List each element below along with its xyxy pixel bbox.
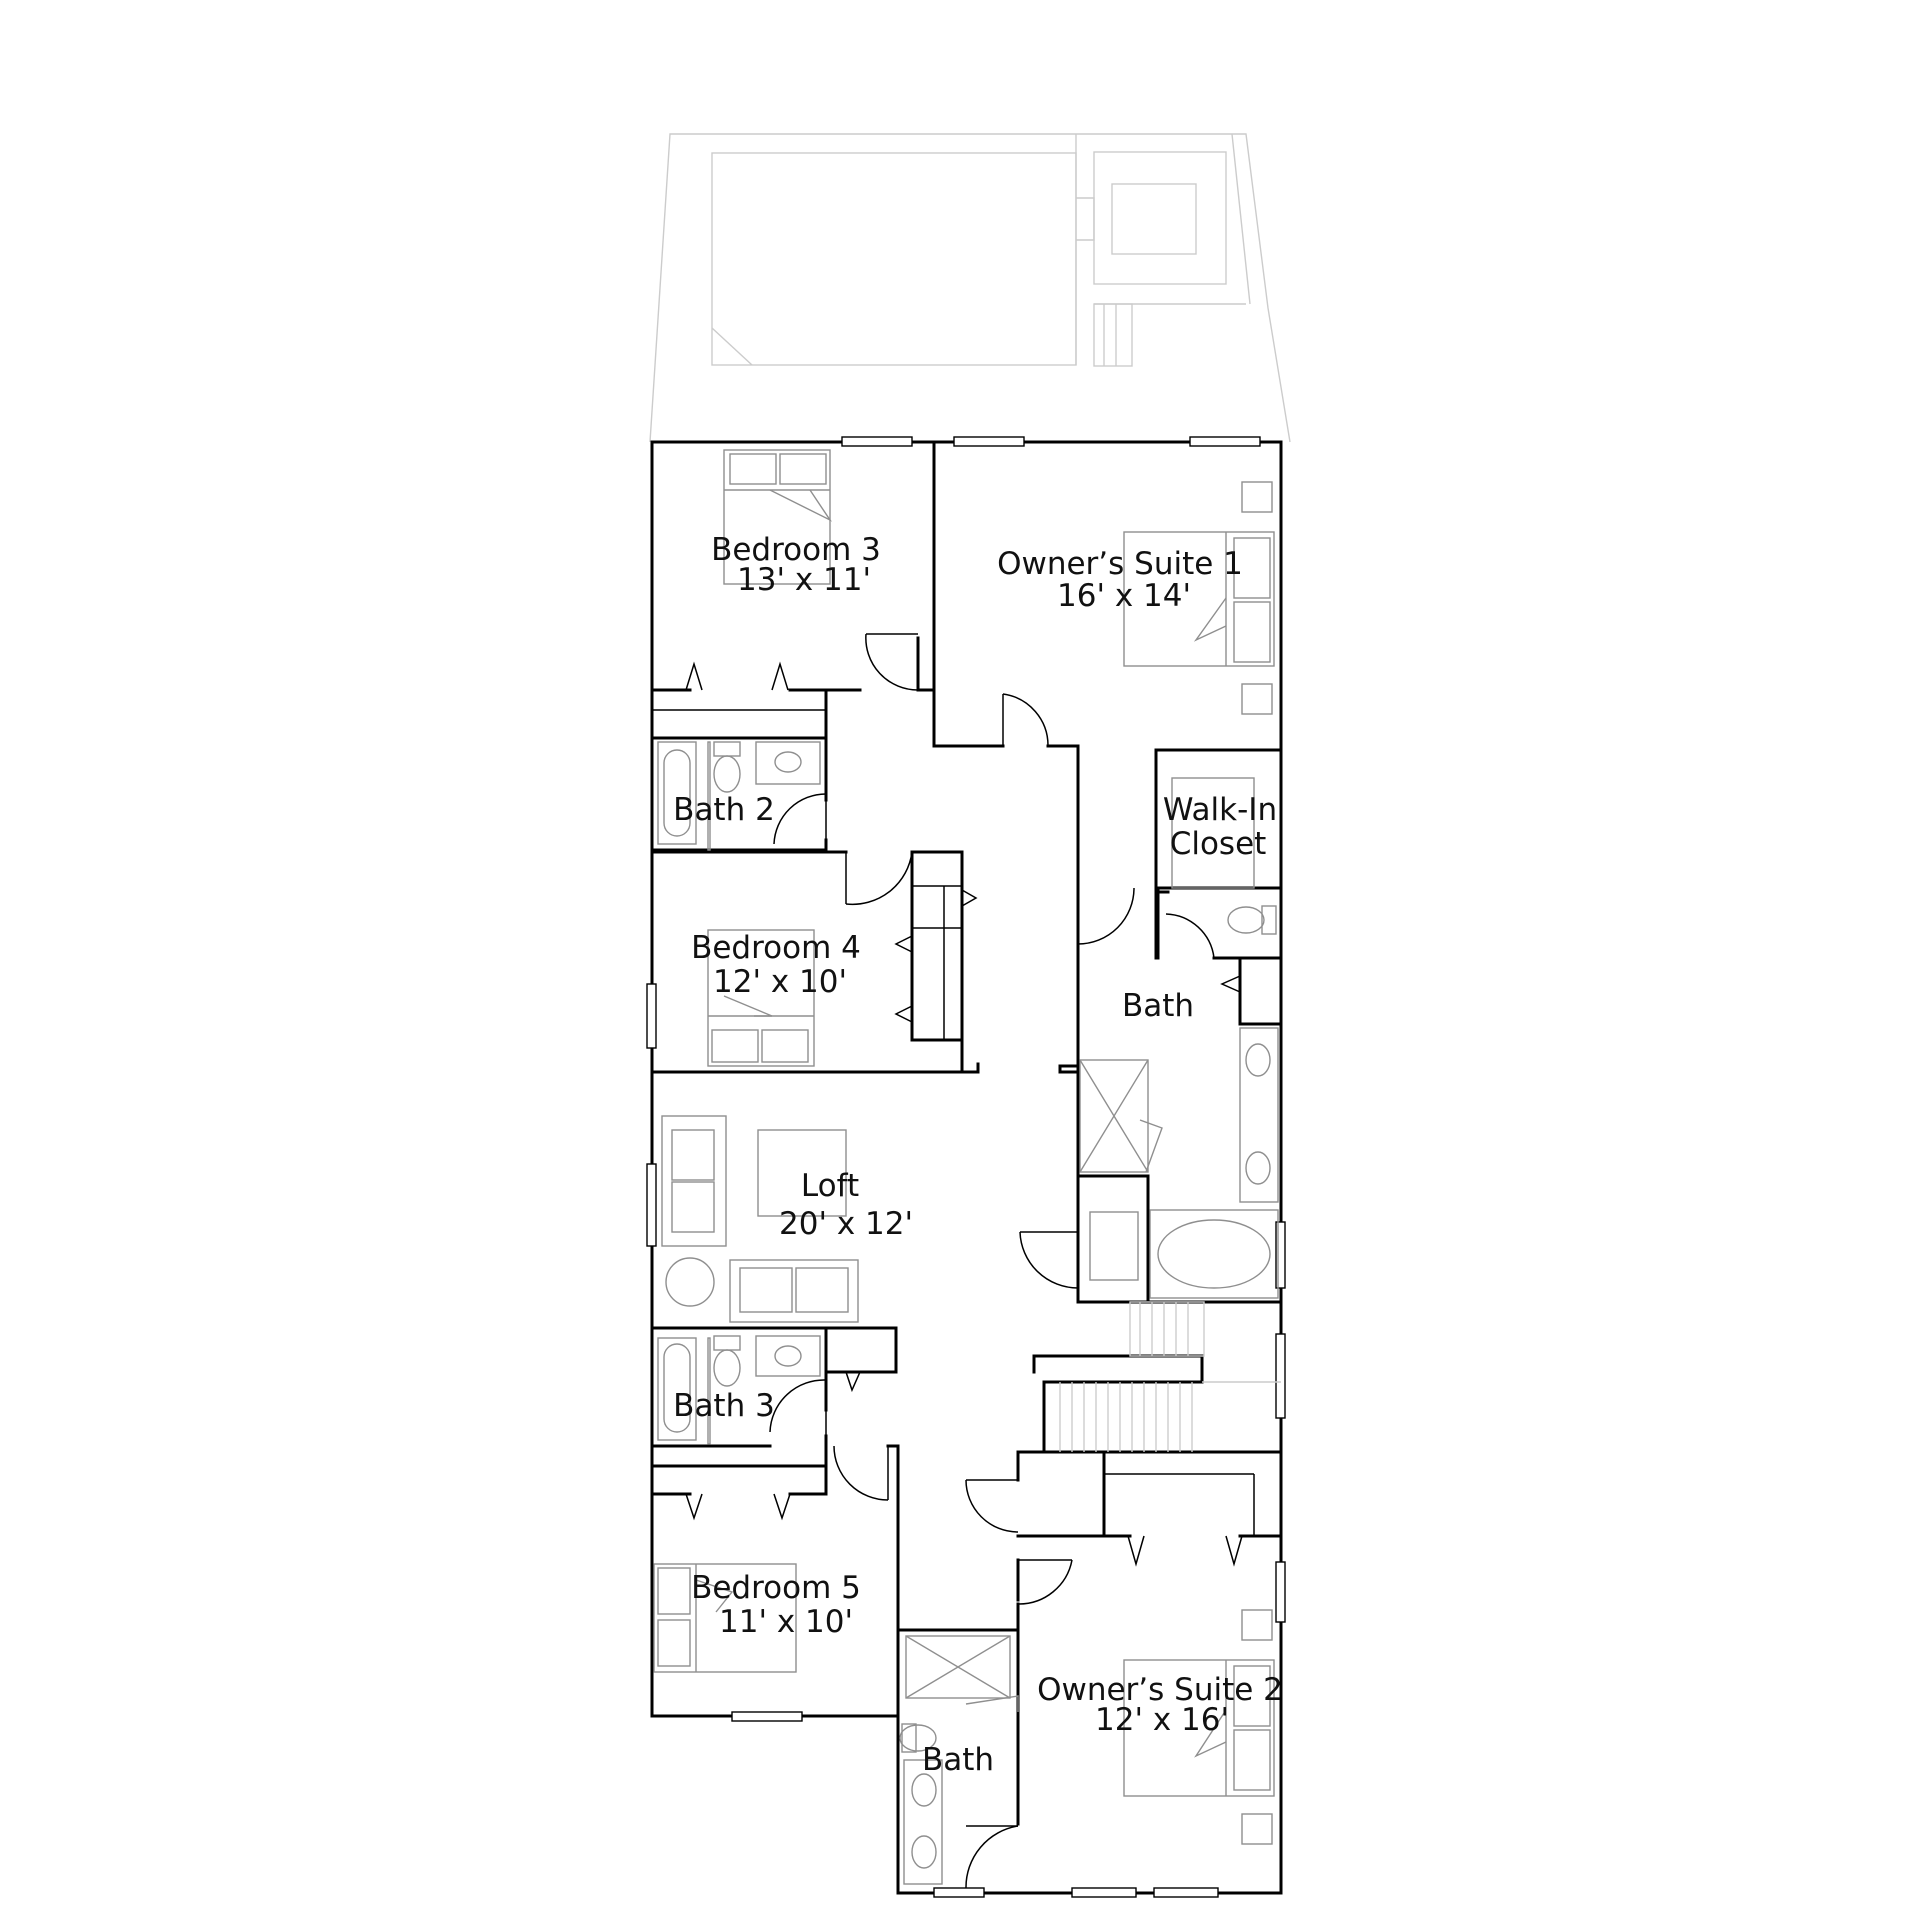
bedroom-5-size: 11' x 10' (719, 1604, 853, 1640)
owners-suite-1-size: 16' x 14' (1057, 578, 1191, 614)
doors (685, 633, 1243, 1889)
bedroom-5-name: Bedroom 5 (691, 1570, 861, 1606)
room-labels: Bedroom 3 13' x 11' Owner’s Suite 1 16' … (673, 532, 1283, 1778)
bedroom-3-name: Bedroom 3 (711, 532, 881, 568)
bath-3-name: Bath 3 (673, 1388, 775, 1424)
bath-2-name: Bath 2 (673, 792, 775, 828)
bedroom-3-size: 13' x 11' (737, 562, 871, 598)
owners-suite-2-size: 12' x 16' (1095, 1702, 1229, 1738)
bedroom-4-size: 12' x 10' (713, 964, 847, 1000)
owners-suite-2-name: Owner’s Suite 2 (1037, 1672, 1283, 1708)
owners-bath-2-name: Bath (922, 1742, 994, 1778)
furniture (653, 449, 1279, 1885)
lower-level-outline (649, 133, 1291, 443)
interior-walls (650, 440, 1283, 1895)
loft-name: Loft (801, 1168, 859, 1204)
owners-suite-1-name: Owner’s Suite 1 (997, 546, 1243, 582)
windows (646, 436, 1286, 1898)
loft-size: 20' x 12' (779, 1206, 913, 1242)
owners-bath-1-name: Bath (1122, 988, 1194, 1024)
bedroom-4-name: Bedroom 4 (691, 930, 861, 966)
stairs (1059, 1301, 1281, 1452)
walk-in-closet-line1: Walk-In (1163, 792, 1277, 828)
walk-in-closet-line2: Closet (1170, 826, 1267, 862)
